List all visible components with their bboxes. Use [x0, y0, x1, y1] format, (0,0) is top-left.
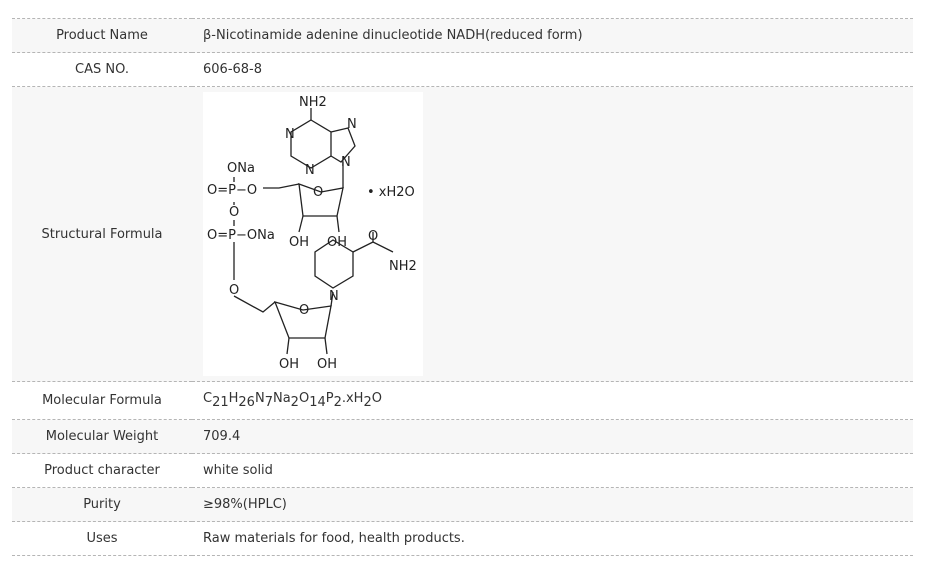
value: β-Nicotinamide adenine dinucleotide NADH…	[192, 18, 913, 53]
label: Product Name	[12, 18, 192, 53]
label: Structural Formula	[12, 86, 192, 382]
row-cas: CAS NO. 606-68-8	[12, 52, 913, 87]
atom-label: N	[285, 127, 295, 142]
atom-label: O=P−ONa	[207, 228, 275, 243]
row-molecular-formula: Molecular Formula C21H26N7Na2O14P2.xH2O	[12, 381, 913, 420]
label: Product character	[12, 453, 192, 488]
row-product-character: Product character white solid	[12, 453, 913, 488]
atom-label: O=P−O	[207, 183, 257, 198]
atom-label: OH	[289, 235, 309, 250]
label: CAS NO.	[12, 52, 192, 87]
atom-label: NH2	[299, 95, 327, 110]
atom-label: O	[229, 283, 239, 298]
value: 606-68-8	[192, 52, 913, 87]
row-structural-formula: Structural Formula NH2 N N N N ONa O=P−O…	[12, 86, 913, 382]
atom-label: N	[341, 155, 351, 170]
product-spec-table: Product Name β-Nicotinamide adenine dinu…	[12, 18, 913, 556]
label: Molecular Formula	[12, 381, 192, 420]
row-uses: Uses Raw materials for food, health prod…	[12, 521, 913, 556]
label: Purity	[12, 487, 192, 522]
value: white solid	[192, 453, 913, 488]
atom-label: ONa	[227, 161, 255, 176]
atom-label: • xH2O	[367, 185, 415, 200]
value: Raw materials for food, health products.	[192, 521, 913, 556]
atom-label: O	[313, 185, 323, 200]
structure-image: NH2 N N N N ONa O=P−O O O=P−ONa OH OH O …	[203, 92, 423, 376]
atom-label: N	[347, 117, 357, 132]
value: C21H26N7Na2O14P2.xH2O	[192, 381, 913, 420]
atom-label: N	[305, 163, 315, 178]
atom-label: O	[229, 205, 239, 220]
atom-label: OH	[317, 357, 337, 372]
atom-label: OH	[279, 357, 299, 372]
label: Uses	[12, 521, 192, 556]
row-molecular-weight: Molecular Weight 709.4	[12, 419, 913, 454]
atom-label: O	[299, 303, 309, 318]
value: 709.4	[192, 419, 913, 454]
atom-label: OH	[327, 235, 347, 250]
value: ≥98%(HPLC)	[192, 487, 913, 522]
label: Molecular Weight	[12, 419, 192, 454]
atom-label: NH2	[389, 259, 417, 274]
atom-label: O	[368, 229, 378, 244]
row-purity: Purity ≥98%(HPLC)	[12, 487, 913, 522]
atom-label: N	[329, 289, 339, 304]
row-product-name: Product Name β-Nicotinamide adenine dinu…	[12, 18, 913, 53]
